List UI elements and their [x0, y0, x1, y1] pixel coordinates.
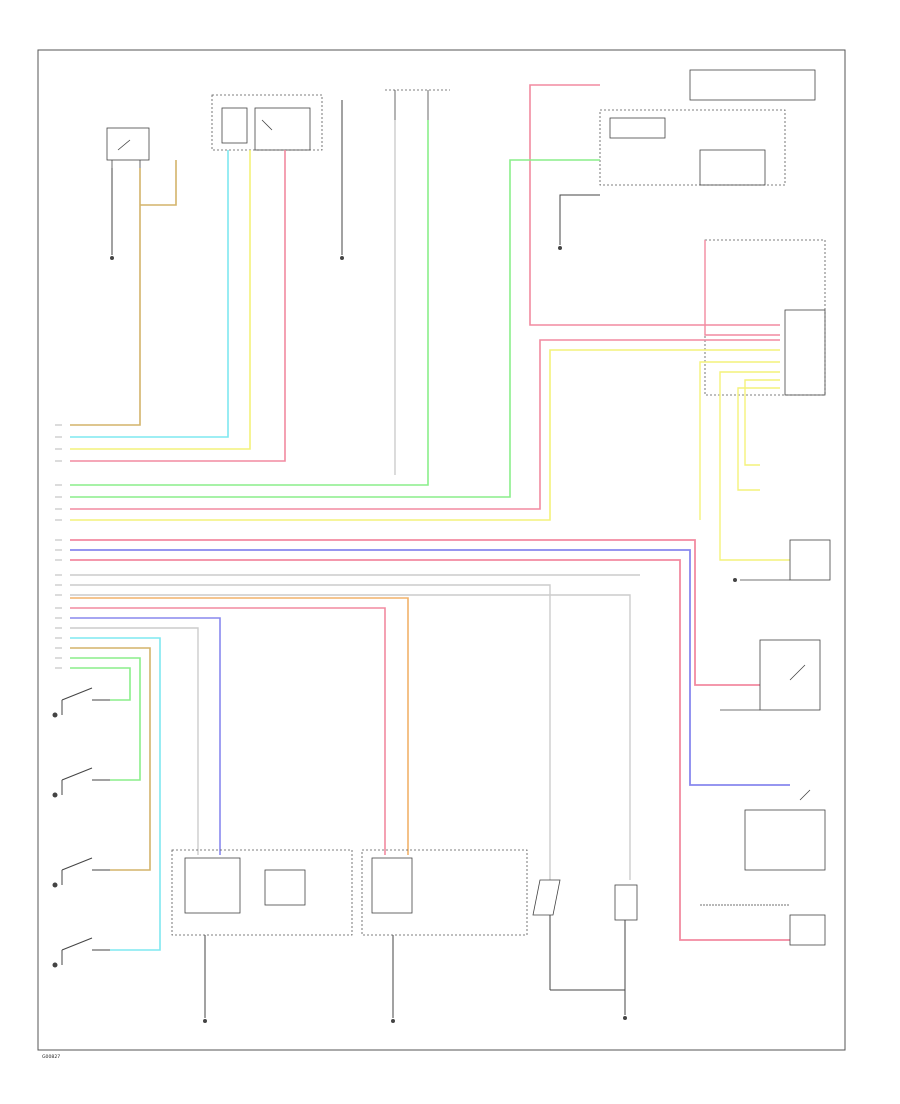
- wire-green-4: [70, 667, 131, 701]
- wire-blue-1: [70, 549, 790, 786]
- wire-red-5: [70, 539, 760, 686]
- wire-red-6: [70, 559, 790, 941]
- wire-blue-2: [70, 617, 221, 855]
- ground-symbol-1: [110, 168, 114, 260]
- ground-symbol-bottom-1: [203, 935, 207, 1023]
- switch-left-2: [52, 767, 110, 798]
- wire-red-2: [529, 84, 780, 326]
- wire-orange-1: [70, 597, 409, 855]
- wire-black-1: [559, 194, 600, 245]
- relay-box-top: [211, 94, 323, 151]
- wire-yellow-6: [737, 387, 780, 491]
- wire-gray-4: [70, 594, 631, 880]
- sheet-label: G00827: [42, 1054, 60, 1060]
- switch-left-3: [52, 857, 110, 888]
- control-module-top-right: [599, 69, 816, 186]
- wire-green-1: [70, 120, 429, 486]
- wire-red-1: [70, 150, 286, 462]
- ground-symbol-bottom-2: [391, 935, 395, 1023]
- wire-gray-5: [70, 627, 199, 855]
- wire-yellow-3: [699, 361, 780, 520]
- wire-yellow-5: [744, 379, 780, 466]
- fuse-block-top: [385, 89, 450, 120]
- sensor-bottom-1: [532, 879, 625, 991]
- wire-cyan-1: [70, 150, 229, 438]
- wire-red-3: [704, 240, 780, 336]
- wire-tan-3: [70, 647, 151, 871]
- wire-red-4: [70, 339, 780, 510]
- component-right-mid2: [733, 539, 831, 582]
- relay-right-mid: [720, 639, 821, 711]
- ground-symbol-2: [340, 100, 344, 260]
- wire-yellow-4: [719, 371, 790, 561]
- sensor-bottom-2: [614, 884, 638, 1020]
- wire-red-7: [70, 607, 386, 855]
- wire-gray-3: [70, 584, 551, 880]
- wire-tan-2: [140, 160, 177, 206]
- wire-yellow-2: [70, 349, 780, 521]
- bottom-module-2: [361, 849, 528, 936]
- wire-green-3: [70, 657, 141, 781]
- wire-cyan-2: [70, 637, 161, 951]
- component-right-lower: [700, 789, 826, 946]
- wire-tan-1: [70, 168, 141, 426]
- wire-green-2: [70, 159, 600, 498]
- bottom-module-1: [171, 849, 353, 936]
- wire-yellow-1: [70, 150, 251, 450]
- switch-left-4: [52, 937, 110, 968]
- switch-left-1: [52, 687, 110, 718]
- left-connector-ticks: [55, 424, 62, 669]
- top-left-switch: [106, 127, 150, 168]
- diagram-border: [37, 49, 846, 1051]
